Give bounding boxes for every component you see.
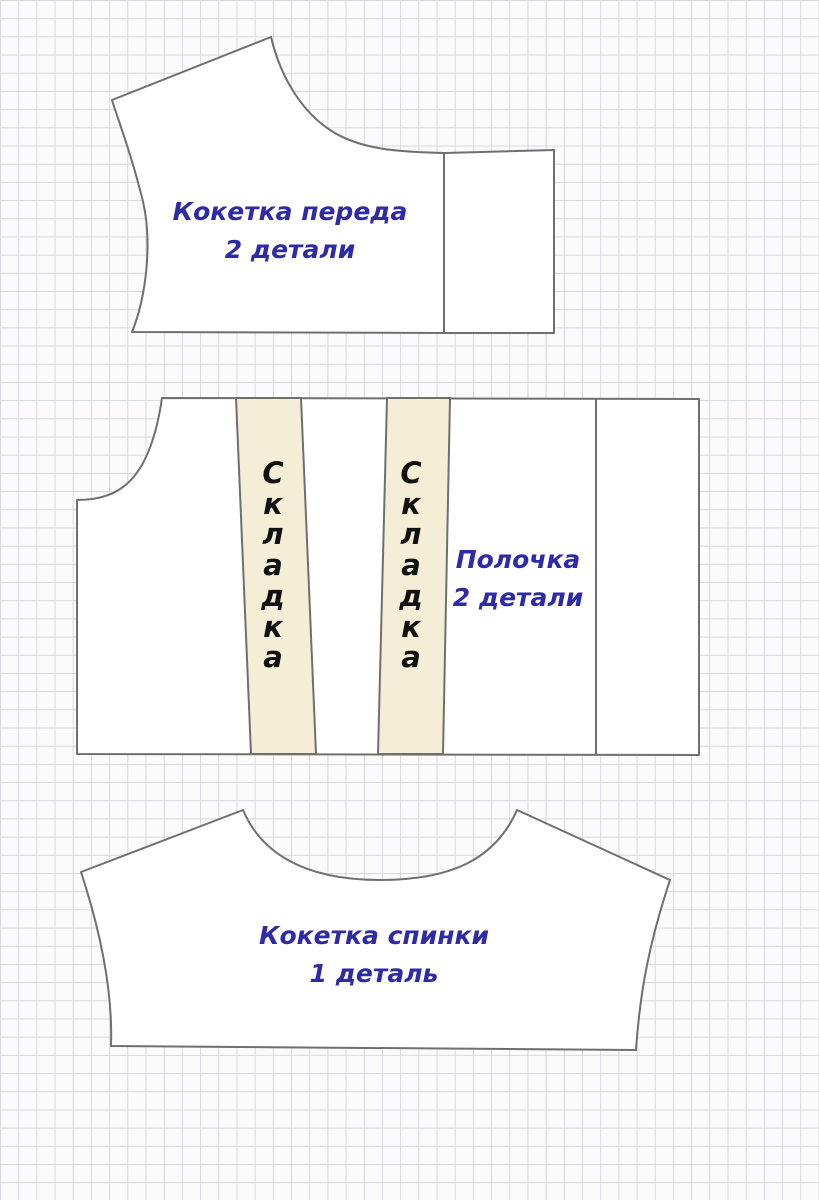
fold-right-letter: л [400, 517, 422, 552]
back-yoke-title: Кокетка спинки [259, 921, 489, 950]
fold-strip-left [234, 397, 318, 755]
fold-right-letter: д [399, 578, 423, 613]
front-yoke-piece [111, 36, 555, 334]
front-yoke-label: Кокетка переда 2 детали [170, 193, 410, 268]
fold-left-letter: д [261, 578, 285, 613]
back-yoke-count: 1 деталь [309, 958, 439, 988]
front-yoke-title: Кокетка переда [172, 197, 408, 226]
back-yoke-label: Кокетка спинки 1 деталь [224, 917, 524, 992]
back-yoke-piece [80, 809, 671, 1051]
fold-left-letter: к [263, 486, 283, 521]
fold-left-letter: а [263, 548, 283, 583]
fold-label-left: С к л а д к а [253, 458, 293, 673]
front-panel-label: Полочка 2 детали [446, 541, 590, 616]
fold-left-letter: к [263, 609, 283, 644]
front-panel-count: 2 детали [452, 582, 584, 612]
fold-right-letter: а [401, 640, 421, 675]
front-panel-title: Полочка [455, 545, 581, 574]
fold-left-letter: а [263, 640, 283, 675]
fold-label-right: С к л а д к а [391, 458, 431, 673]
fold-left-letter: С [262, 456, 284, 490]
fold-right-letter: а [401, 548, 421, 583]
fold-right-letter: к [401, 609, 421, 644]
fold-strip-right [376, 397, 452, 755]
fold-right-letter: к [401, 486, 421, 521]
front-yoke-count: 2 детали [224, 234, 356, 264]
fold-left-letter: л [262, 517, 284, 552]
fold-right-letter: С [400, 456, 422, 490]
